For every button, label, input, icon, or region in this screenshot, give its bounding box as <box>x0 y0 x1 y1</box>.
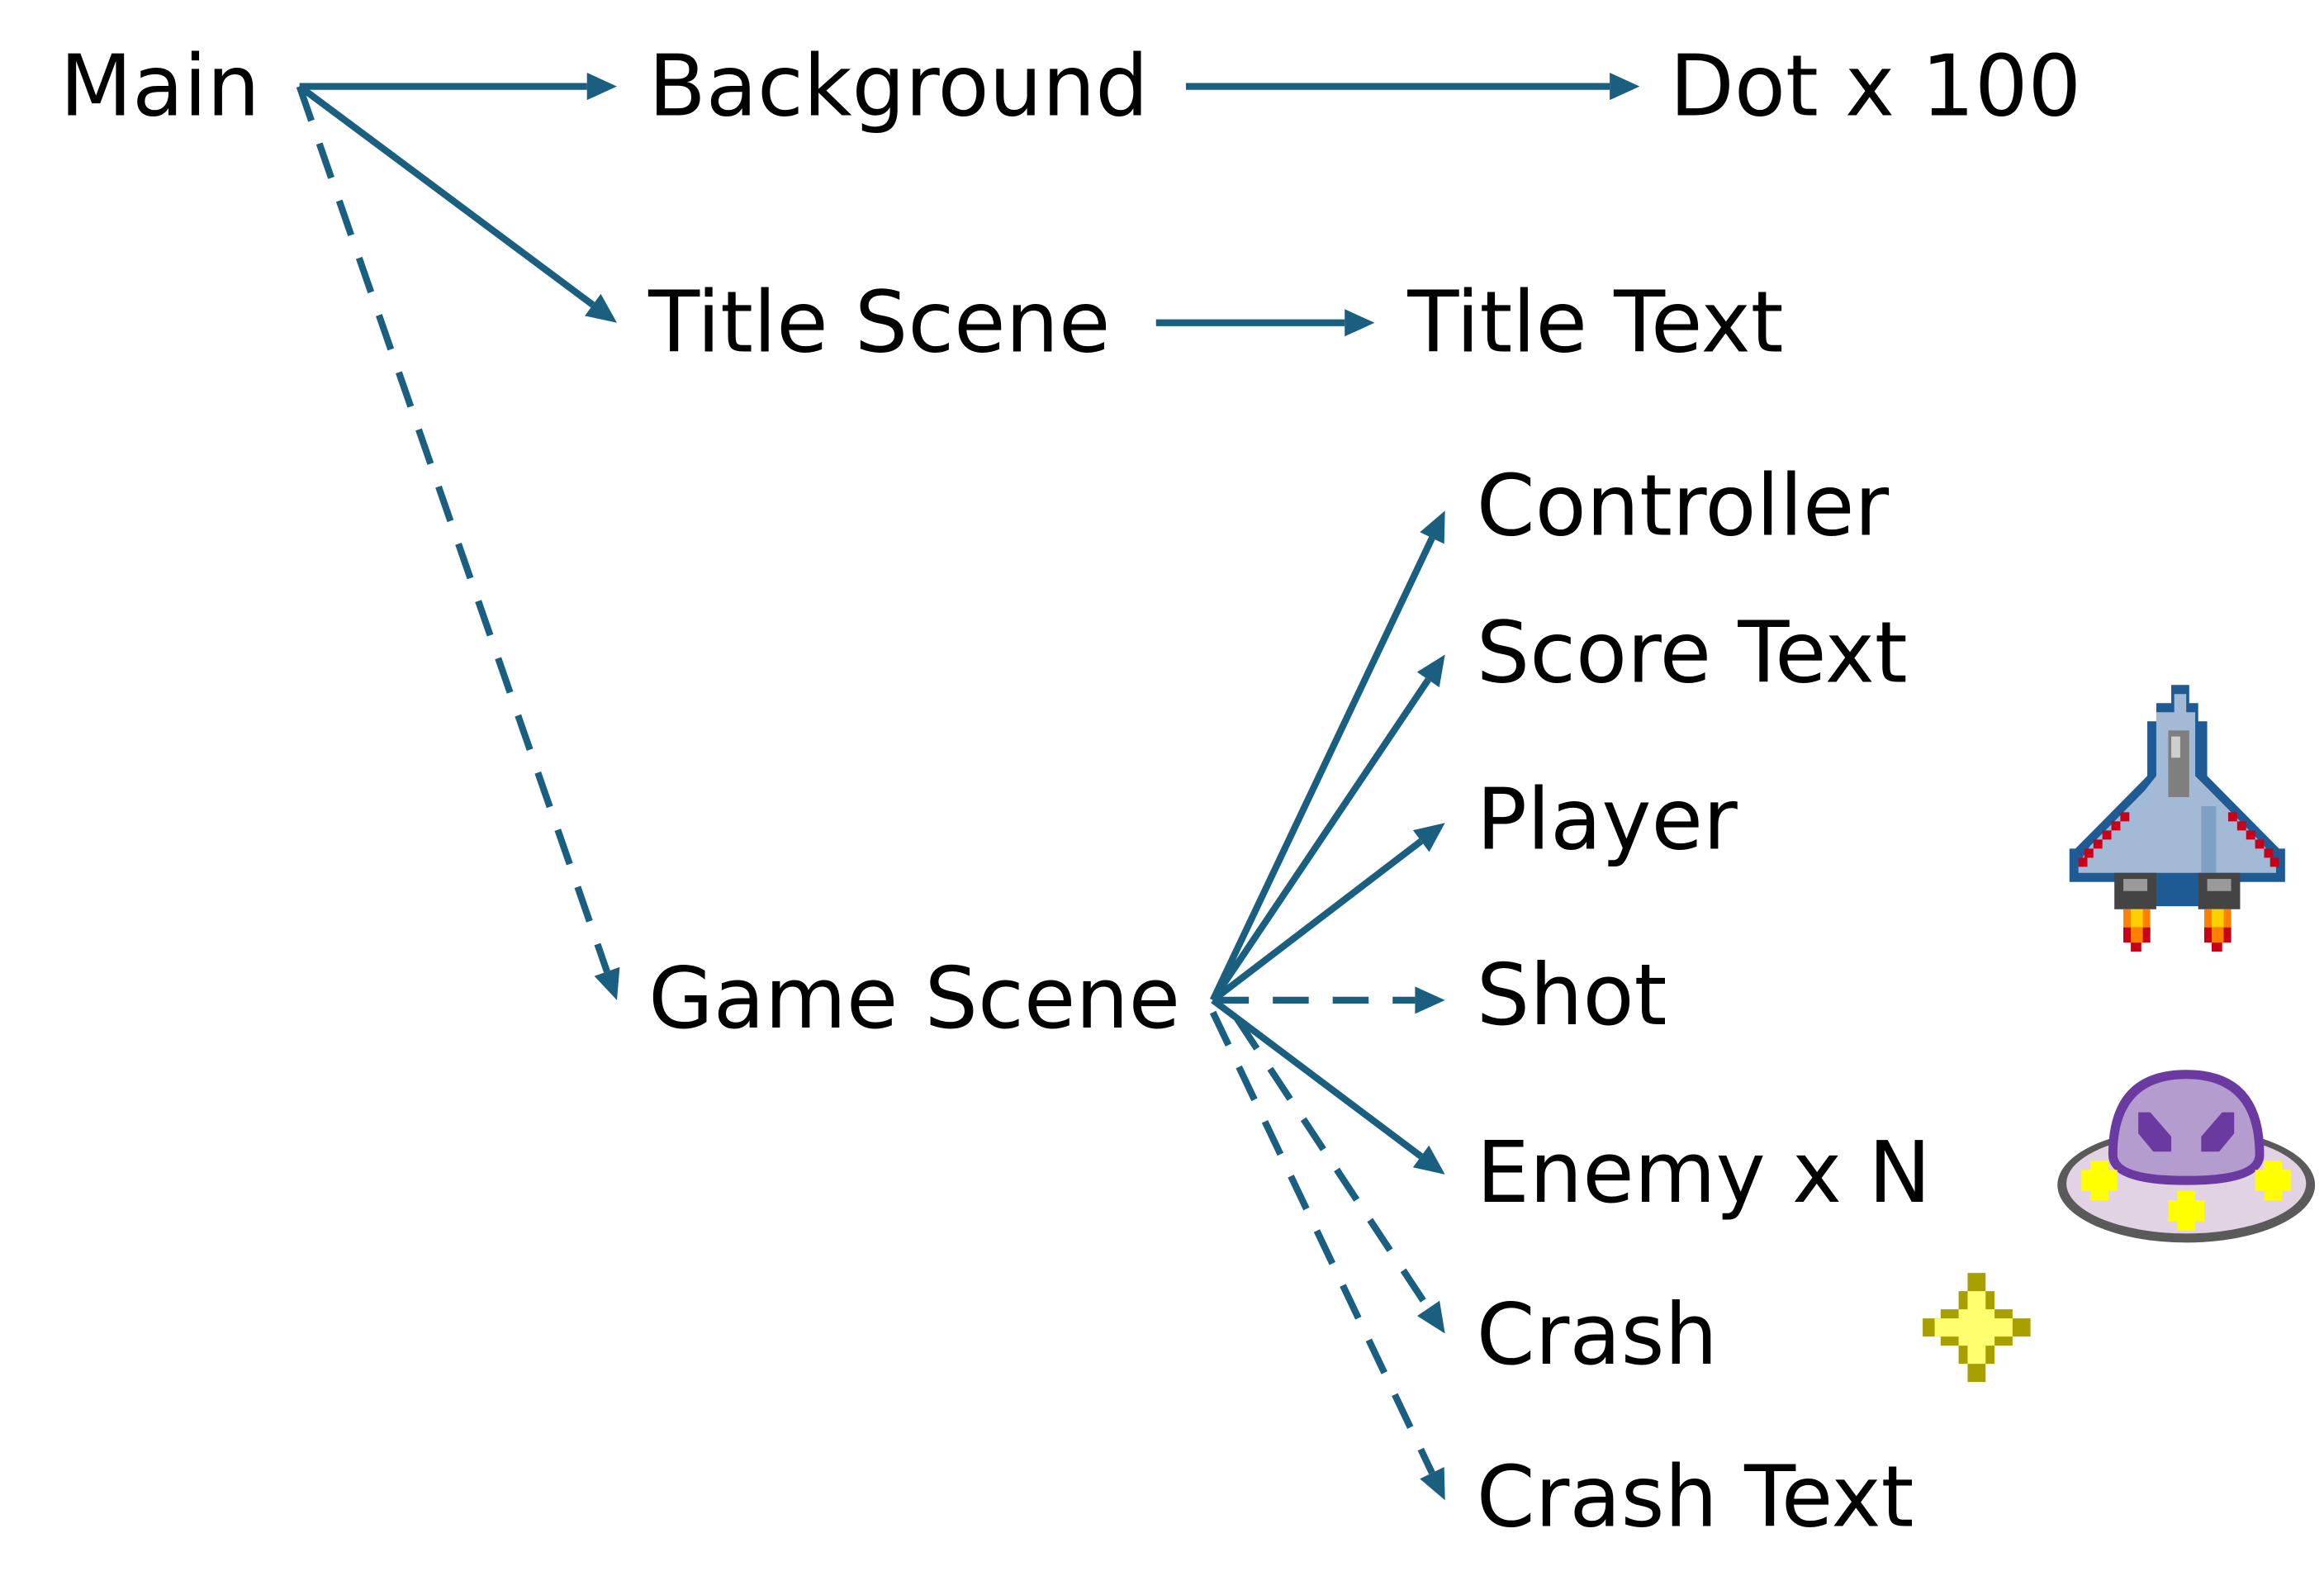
node-game-scene: Game Scene <box>648 949 1180 1048</box>
edge-line <box>1234 1016 1431 1311</box>
edge-line <box>1209 1010 1435 1474</box>
edge-main-to-background <box>299 73 618 101</box>
edge-line <box>1209 536 1435 1002</box>
node-crash: Crash <box>1477 1286 1718 1385</box>
arrowhead-icon <box>585 293 618 323</box>
node-title-scene: Title Scene <box>647 273 1110 373</box>
node-background: Background <box>648 37 1149 136</box>
edge-line <box>296 85 610 973</box>
edge-line <box>1211 997 1423 1160</box>
sparkle-sprite <box>1923 1273 2031 1383</box>
edge-title-scene-to-title-text <box>1155 309 1375 337</box>
edge-background-to-dot <box>1186 73 1640 101</box>
node-main: Main <box>60 37 260 136</box>
edge-game-scene-to-shot <box>1212 986 1445 1014</box>
arrowhead-icon <box>1416 654 1445 688</box>
edges-layer <box>296 73 1640 1501</box>
edge-game-scene-to-crash-text <box>1209 1010 1445 1501</box>
node-controller: Controller <box>1477 457 1889 556</box>
labels-layer: Main Background Dot x 100 Title Scene Ti… <box>60 37 2082 1547</box>
ufo-sprite <box>2057 1070 2316 1243</box>
edge-game-scene-to-enemy <box>1211 997 1445 1175</box>
node-dot: Dot x 100 <box>1670 37 2081 136</box>
arrowhead-icon <box>1420 510 1445 544</box>
edge-main-to-title-scene <box>297 83 618 323</box>
edge-main-to-game-scene <box>296 85 620 1000</box>
edge-game-scene-to-score-text <box>1210 654 1445 1003</box>
edge-game-scene-to-player <box>1211 823 1445 1004</box>
node-enemy: Enemy x N <box>1477 1123 1931 1222</box>
node-shot: Shot <box>1477 947 1667 1046</box>
spaceship-sprite <box>2069 685 2285 952</box>
edge-line <box>297 83 595 308</box>
edge-line <box>1211 838 1424 1004</box>
edge-game-scene-to-controller <box>1209 510 1445 1002</box>
arrowhead-icon <box>594 966 620 1000</box>
arrowhead-icon <box>1345 309 1375 337</box>
arrowhead-icon <box>1415 986 1445 1014</box>
node-crash-text: Crash Text <box>1477 1448 1914 1547</box>
node-player: Player <box>1477 771 1738 870</box>
arrowhead-icon <box>1412 823 1445 852</box>
node-score-text: Score Text <box>1477 604 1908 703</box>
node-title-text: Title Text <box>1406 273 1783 373</box>
arrowhead-icon <box>1610 73 1640 101</box>
arrowhead-icon <box>586 73 618 101</box>
arrowhead-icon <box>1412 1145 1445 1175</box>
edge-line <box>1210 677 1431 1003</box>
arrowhead-icon <box>1420 1467 1445 1501</box>
arrowhead-icon <box>1416 1300 1445 1334</box>
edge-game-scene-to-crash <box>1234 1016 1445 1334</box>
